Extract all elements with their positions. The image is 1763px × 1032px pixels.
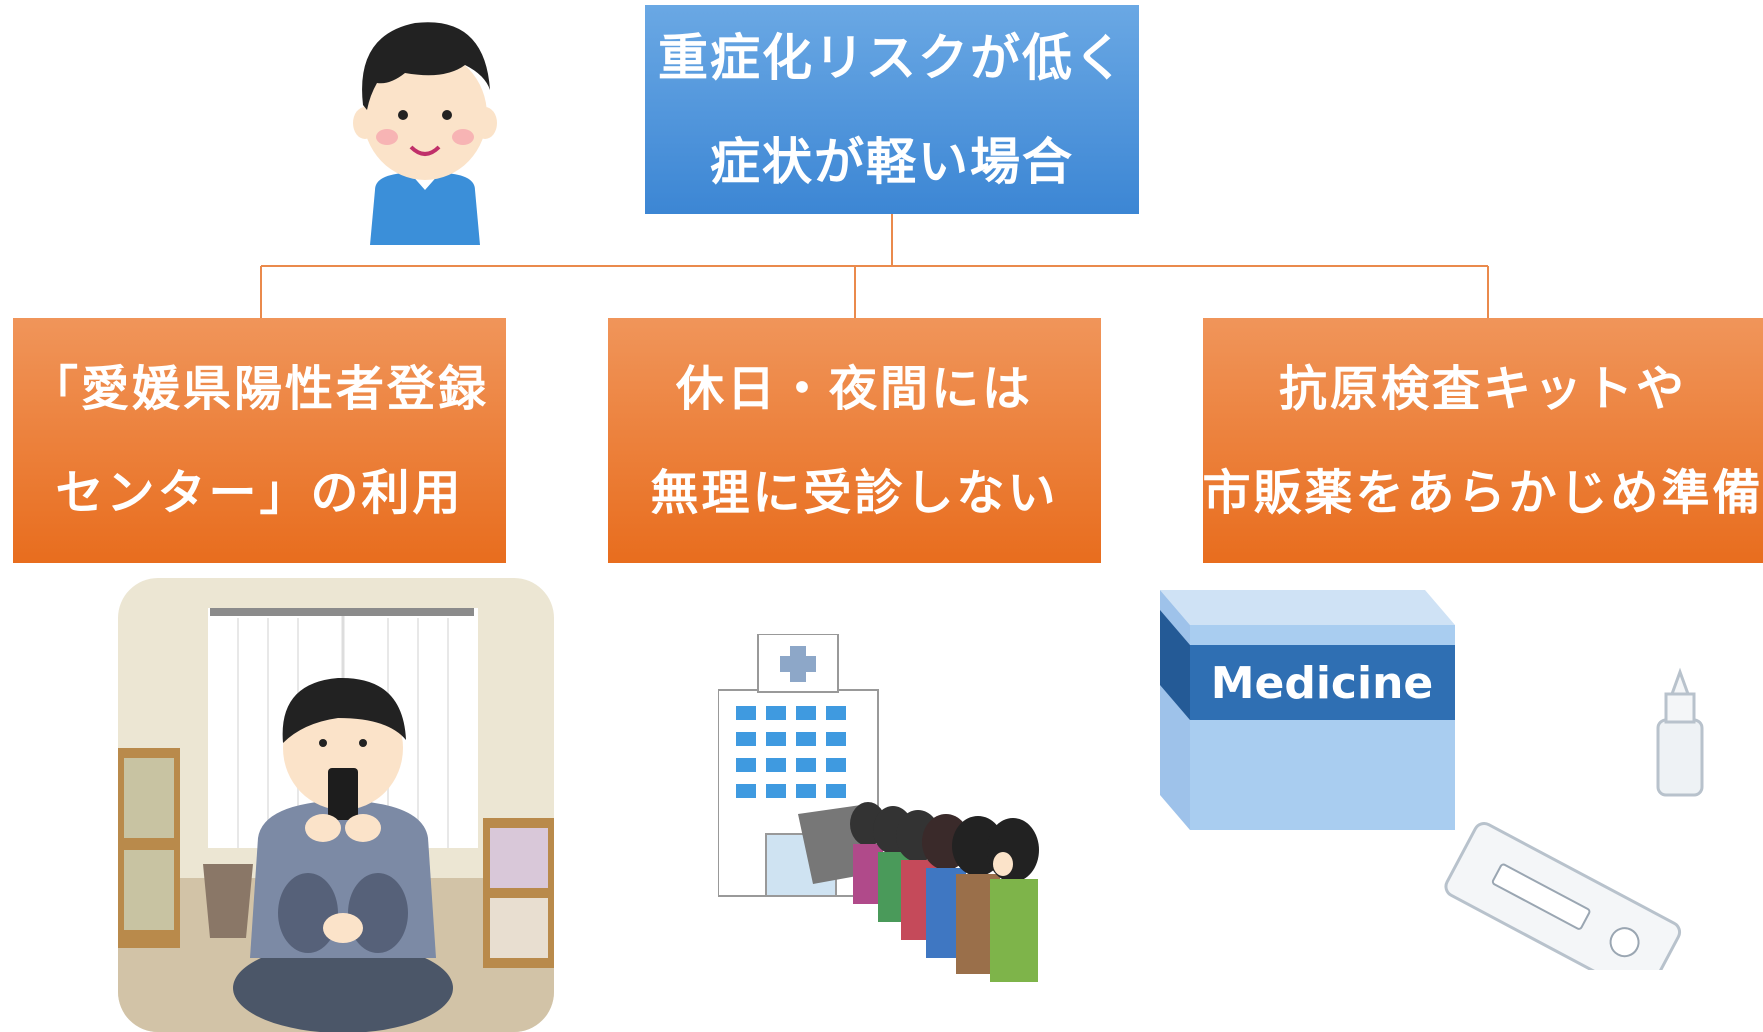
option-1-line-2: センター」の利用 <box>55 464 464 521</box>
medicine-box-label: Medicine <box>1211 658 1434 709</box>
option-3-line-2: 市販薬をあらかじめ準備 <box>1203 464 1763 521</box>
option-box-prepare-kit: 抗原検査キットや 市販薬をあらかじめ準備 <box>1203 318 1763 563</box>
option-2-line-1: 休日・夜間には <box>675 360 1033 417</box>
home-smartphone-illustration <box>118 578 554 1032</box>
top-condition-box: 重症化リスクが低く 症状が軽い場合 <box>645 5 1139 214</box>
medicine-kit-illustration: Medicine <box>1160 590 1704 970</box>
top-condition-line-1: 重症化リスクが低く <box>658 28 1126 87</box>
option-3-line-1: 抗原検査キットや <box>1278 360 1687 417</box>
person-illustration <box>353 22 497 245</box>
option-box-registration-center: 「愛媛県陽性者登録 センター」の利用 <box>13 318 506 563</box>
option-1-line-1: 「愛媛県陽性者登録 <box>29 360 489 417</box>
option-box-avoid-night-visit: 休日・夜間には 無理に受診しない <box>608 318 1101 563</box>
hospital-queue-illustration <box>718 634 1039 982</box>
top-condition-line-2: 症状が軽い場合 <box>710 132 1074 191</box>
option-2-line-2: 無理に受診しない <box>650 464 1059 521</box>
